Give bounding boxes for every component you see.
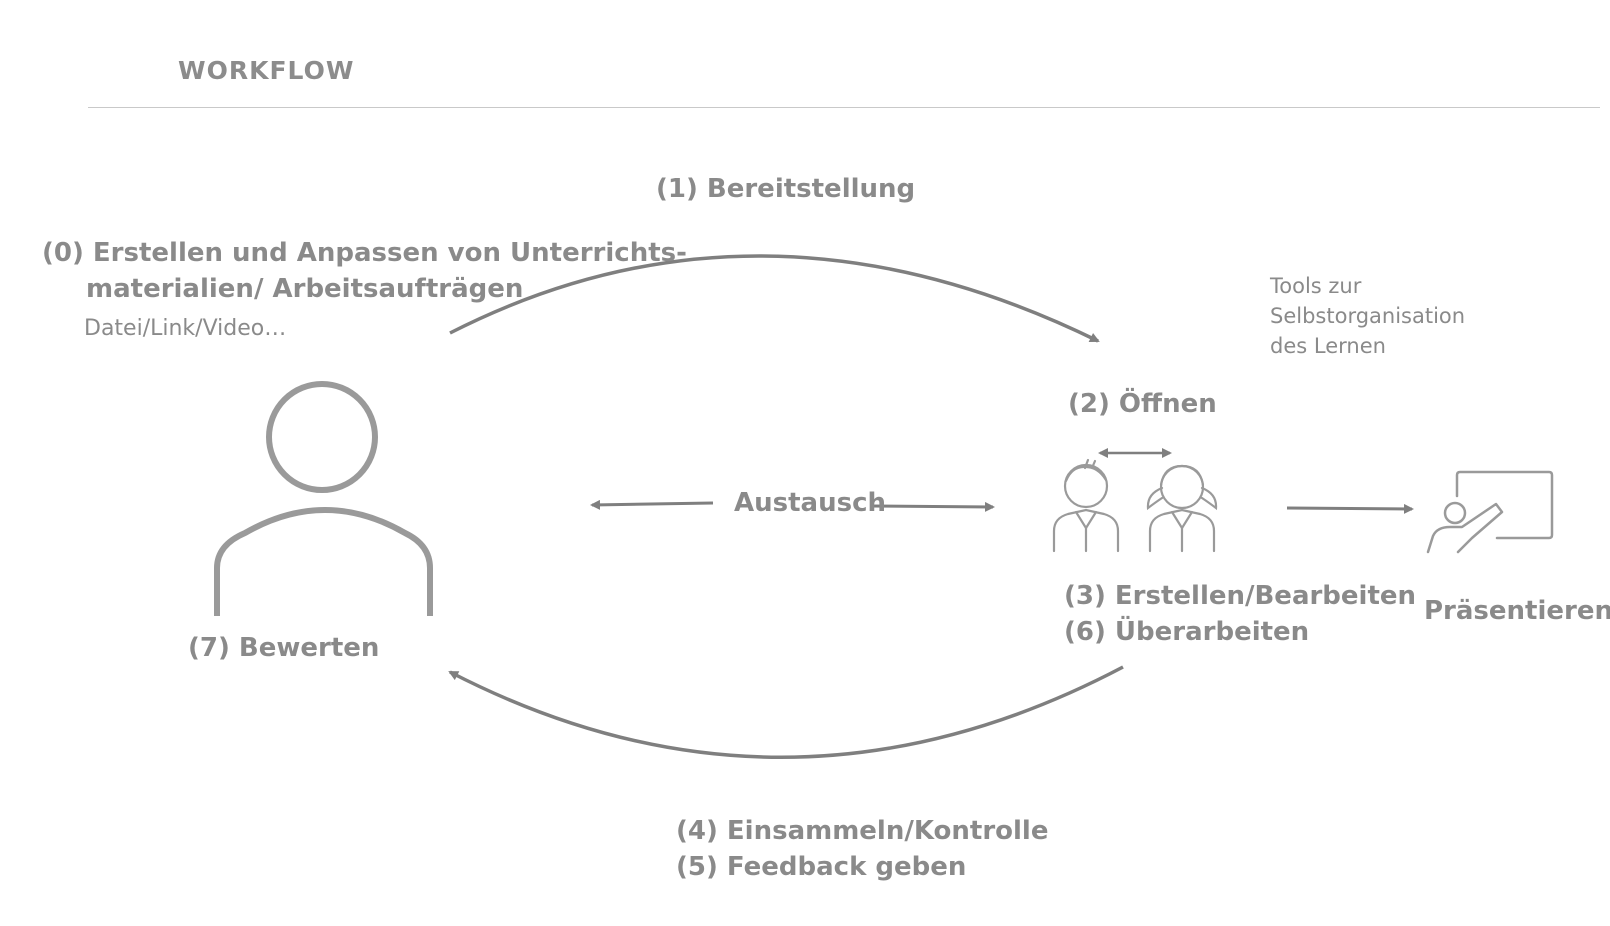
tools-label-line1: Tools zur xyxy=(1270,274,1362,298)
step0-label-line2: materialien/ Arbeitsaufträgen xyxy=(86,274,524,304)
arrow-bereitstellung xyxy=(449,254,1100,343)
arrow-austausch-left xyxy=(590,499,714,510)
step1-label: (1) Bereitstellung xyxy=(656,174,916,204)
step0-sublabel: Datei/Link/Video… xyxy=(84,316,287,341)
tools-label-line3: des Lernen xyxy=(1270,334,1386,358)
arrow-praesentieren xyxy=(1286,503,1414,514)
step5-label: (5) Feedback geben xyxy=(676,852,967,882)
step7-label: (7) Bewerten xyxy=(188,633,380,663)
arrow-einsammeln-feedback xyxy=(448,665,1124,759)
presentation-board-icon xyxy=(1426,470,1554,554)
arrow-austausch-right xyxy=(869,501,995,512)
step3-label: (3) Erstellen/Bearbeiten xyxy=(1064,581,1417,611)
tools-label-line2: Selbstorganisation xyxy=(1270,304,1466,328)
step6-label: (6) Überarbeiten xyxy=(1064,617,1310,647)
present-label: Präsentieren xyxy=(1424,596,1610,626)
students-icon xyxy=(1052,458,1218,553)
step0-label-line1: (0) Erstellen und Anpassen von Unterrich… xyxy=(42,238,687,268)
title-divider xyxy=(88,107,1600,108)
page-title: WORKFLOW xyxy=(178,56,355,85)
exchange-label: Austausch xyxy=(734,488,886,518)
step2-label: (2) Öffnen xyxy=(1068,389,1217,419)
person-icon xyxy=(214,381,433,616)
step4-label: (4) Einsammeln/Kontrolle xyxy=(676,816,1049,846)
